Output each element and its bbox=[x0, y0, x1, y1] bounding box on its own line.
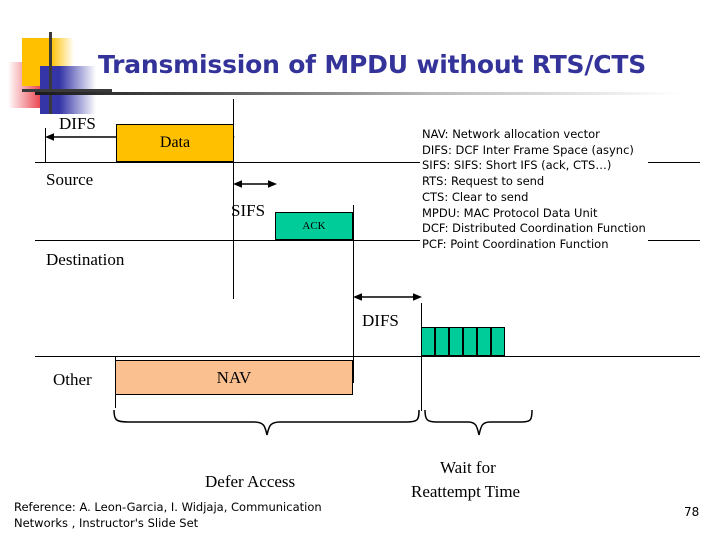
contention-start-marker bbox=[421, 303, 422, 411]
legend-entry-difs: DIFS: DCF Inter Frame Space (async) bbox=[422, 142, 634, 157]
source-timeline bbox=[35, 162, 700, 163]
brace-wait-reattempt bbox=[424, 409, 533, 436]
row-label-other: Other bbox=[53, 370, 92, 389]
row-label-destination: Destination bbox=[46, 250, 125, 269]
contention-window-cell[interactable] bbox=[491, 327, 505, 356]
difs-other-arrow bbox=[353, 293, 422, 301]
legend-entry-nav: NAV: Network allocation vector bbox=[422, 127, 600, 141]
page-title: Transmission of MPDU without RTS/CTS bbox=[98, 50, 647, 79]
sifs-label: SIFS bbox=[231, 201, 266, 220]
reference-line-2: Networks , Instructor's Slide Set bbox=[14, 516, 199, 530]
block-nav[interactable]: NAV bbox=[115, 360, 353, 395]
contention-window-cell[interactable] bbox=[477, 327, 491, 356]
difs-other-label: DIFS bbox=[362, 311, 399, 330]
brace-wait-reattempt-label-line1: Wait for bbox=[440, 458, 496, 477]
legend-entry-pcf: PCF: Point Coordination Function bbox=[422, 236, 609, 251]
reference-footnote: Reference: A. Leon-Garcia, I. Widjaja, C… bbox=[14, 499, 374, 531]
logo-horizontal-bar bbox=[22, 89, 112, 92]
destination-timeline bbox=[35, 240, 700, 241]
block-ack-label: ACK bbox=[302, 220, 326, 232]
legend-entry-dcf: DCF: Distributed Coordination Function bbox=[422, 221, 646, 236]
ack-end-marker bbox=[353, 205, 354, 383]
source-difs-start-tick bbox=[45, 128, 46, 162]
difs-source-label: DIFS bbox=[59, 114, 96, 133]
brace-defer-access bbox=[113, 409, 420, 436]
contention-window-cell[interactable] bbox=[449, 327, 463, 356]
data-end-marker bbox=[233, 99, 234, 299]
block-nav-label: NAV bbox=[216, 367, 252, 387]
block-ack[interactable]: ACK bbox=[275, 212, 353, 240]
legend-entry-rts: RTS: Request to send bbox=[422, 174, 545, 189]
reference-line-1: Reference: A. Leon-Garcia, I. Widjaja, C… bbox=[14, 500, 322, 514]
contention-window-cell[interactable] bbox=[435, 327, 449, 356]
brace-wait-reattempt-label-line2: Reattempt Time bbox=[411, 482, 521, 501]
contention-window-cell[interactable] bbox=[421, 327, 435, 356]
other-timeline bbox=[35, 356, 700, 357]
legend-entry-sifs: SIFS: SIFS: Short IFS (ack, CTS…) bbox=[422, 158, 612, 173]
logo-vertical-bar bbox=[49, 32, 52, 114]
page-number: 78 bbox=[684, 505, 700, 519]
block-data[interactable]: Data bbox=[116, 124, 234, 162]
row-label-source: Source bbox=[46, 170, 94, 189]
brace-defer-access-label: Defer Access bbox=[205, 472, 296, 491]
title-divider bbox=[35, 92, 715, 95]
sifs-arrow bbox=[233, 180, 277, 188]
contention-window-cell[interactable] bbox=[463, 327, 477, 356]
legend-entry-mpdu: MPDU: MAC Protocol Data Unit bbox=[422, 205, 598, 220]
legend-block: NAV: Network allocation vector DIFS: DCF… bbox=[420, 126, 648, 254]
block-data-label: Data bbox=[159, 134, 191, 151]
legend-entry-cts: CTS: Clear to send bbox=[422, 189, 529, 204]
